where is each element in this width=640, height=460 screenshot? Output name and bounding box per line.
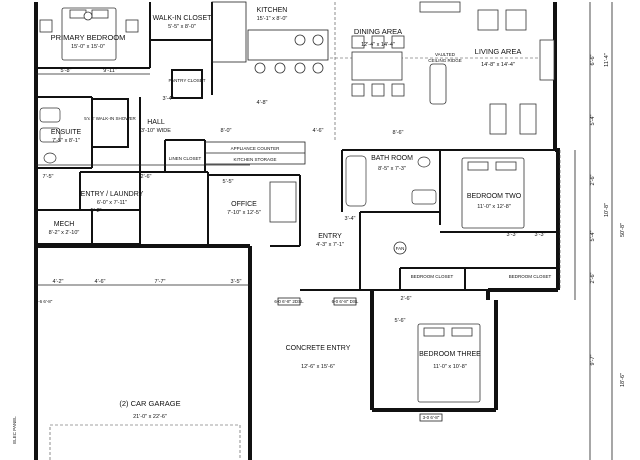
dim-r9: 50'-8" bbox=[620, 223, 626, 237]
hall-dims: 3'-10" WIDE bbox=[141, 128, 171, 134]
dim-d11: 3'-5" bbox=[231, 279, 242, 285]
kitchen-dims: 15'-1" x 8'-0" bbox=[257, 16, 288, 22]
mech-dims: 8'-2" x 2'-10" bbox=[49, 230, 80, 236]
walk-in-closet-name: WALK-IN CLOSET bbox=[153, 15, 213, 22]
dim-d5: 8'-0" bbox=[221, 128, 232, 134]
garage-dims: 21'-0" x 22'-6" bbox=[133, 414, 167, 420]
dim-d6: 4'-6" bbox=[313, 128, 324, 134]
vaulted-line1: VAULTED bbox=[435, 52, 456, 57]
dim-d18: 5'-2" bbox=[91, 208, 102, 214]
door-tag-a: 3-0 6'-8" bbox=[423, 415, 440, 420]
bedroom-two-dims: 11'-0" x 12'-8" bbox=[477, 204, 510, 210]
bedroom-two-name: BEDROOM TWO bbox=[467, 193, 522, 200]
dim-d15: 2'-6" bbox=[401, 296, 412, 302]
concrete-entry-name: CONCRETE ENTRY bbox=[286, 345, 351, 352]
entry-laundry-name: ENTRY / LAUNDRY bbox=[81, 191, 144, 198]
bedroom-three-name: BEDROOM THREE bbox=[419, 351, 481, 358]
office-name: OFFICE bbox=[231, 201, 257, 208]
kitchen-storage-name: KITCHEN STORAGE bbox=[234, 157, 277, 162]
fan-tag: FAN bbox=[396, 246, 405, 251]
walk-in-closet-dims: 5'-5" x 8'-0" bbox=[168, 24, 196, 30]
entry-laundry-dims: 6'-0" x 7'-11" bbox=[97, 200, 127, 206]
dim-d3: 3'-4" bbox=[163, 96, 174, 102]
vaulted-line2: CEILING RIDGE bbox=[428, 58, 462, 63]
dim-d13: 3'-3" bbox=[507, 232, 518, 238]
mech-name: MECH bbox=[54, 221, 75, 228]
dim-d20: 2'-6" bbox=[141, 174, 152, 180]
dim-d14: 3'-3" bbox=[535, 232, 546, 238]
dim-r6: 5'-4" bbox=[590, 230, 596, 241]
door-tag-6068: 6-0 6'-8" 2DSL bbox=[274, 299, 304, 304]
garage-name: (2) CAR GARAGE bbox=[119, 399, 180, 408]
dim-r2: 11'-4" bbox=[604, 53, 610, 67]
pantry-name: PANTRY CLOSET bbox=[168, 78, 205, 83]
primary-bedroom-dims: 15'-0" x 15'-0" bbox=[71, 44, 105, 50]
dim-d1: 5'-8" bbox=[61, 68, 72, 74]
living-area-name: LIVING AREA bbox=[475, 47, 522, 56]
room-labels: PRIMARY BEDROOM 15'-0" x 15'-0" WALK-IN … bbox=[49, 7, 552, 420]
hall-name: HALL bbox=[147, 119, 165, 126]
ensuite-dims: 7'-5" x 8'-1" bbox=[52, 138, 80, 144]
interior-walls bbox=[36, 1, 561, 291]
door-tag-b: 2-6 6'-8" bbox=[36, 299, 53, 304]
side-label: ELEC PANEL bbox=[12, 416, 17, 444]
office-dims: 7'-10" x 12'-5" bbox=[227, 210, 261, 216]
dining-area-dims: 12'-4" x 14'-4" bbox=[361, 42, 395, 48]
dining-area-name: DINING AREA bbox=[354, 27, 402, 36]
dim-d16: 7'-5" bbox=[43, 174, 54, 180]
linen-closet-name: LINEN CLOSET bbox=[169, 156, 202, 161]
dim-r10: 18'-6" bbox=[620, 373, 626, 387]
dim-r4: 10'-8" bbox=[604, 203, 610, 217]
dimension-lines: 5'-8" 9'-11" 3'-4" 4'-8" 8'-0" 4'-6" 8'-… bbox=[36, 2, 626, 460]
dim-r3: 5'-4" bbox=[590, 114, 596, 125]
dim-d9: 4'-6" bbox=[95, 279, 106, 285]
walkin-shower-name: 5'x 3' WALK-IN SHOWER bbox=[84, 116, 136, 121]
dim-r5: 2'-6" bbox=[590, 174, 596, 185]
living-area-dims: 14'-8" x 14'-4" bbox=[481, 62, 515, 68]
ensuite-name: ENSUITE bbox=[51, 129, 82, 136]
furniture bbox=[39, 1, 555, 460]
dim-d2: 9'-11" bbox=[103, 68, 117, 74]
concrete-entry-dims: 12'-6" x 15'-6" bbox=[301, 364, 335, 370]
dim-d17: 5'-6" bbox=[395, 318, 406, 324]
door-tags: 6-0 6'-8" 2DSL 6-0 6'-8" DSL 3-0 6'-8" 2… bbox=[12, 241, 443, 444]
bath-room-name: BATH ROOM bbox=[371, 155, 413, 162]
dim-d12: 5'-5" bbox=[223, 179, 234, 185]
door-tag-8068: 6-0 6'-8" DSL bbox=[332, 299, 359, 304]
bedroom-closet-a-name: BEDROOM CLOSET bbox=[411, 274, 454, 279]
entry-name: ENTRY bbox=[318, 233, 342, 240]
dim-d4: 4'-8" bbox=[257, 100, 268, 106]
dim-r8: 9'-7" bbox=[590, 354, 596, 365]
dim-d7: 8'-6" bbox=[393, 130, 404, 136]
dim-r7: 2'-6" bbox=[590, 272, 596, 283]
dim-d10: 4'-2" bbox=[53, 279, 64, 285]
dim-d19: 3'-4" bbox=[345, 216, 356, 222]
entry-dims: 4'-3" x 7'-1" bbox=[316, 242, 344, 248]
primary-bedroom-name: PRIMARY BEDROOM bbox=[51, 33, 126, 42]
kitchen-name: KITCHEN bbox=[257, 7, 288, 14]
bath-room-dims: 8'-5" x 7'-3" bbox=[378, 166, 406, 172]
appliance-counter-name: APPLIANCE COUNTER bbox=[231, 146, 281, 151]
bedroom-closet-b-name: BEDROOM CLOSET bbox=[509, 274, 552, 279]
exterior-walls bbox=[34, 2, 560, 460]
bedroom-three-dims: 11'-0" x 10'-8" bbox=[433, 364, 466, 370]
dim-d8: 7'-7" bbox=[155, 279, 166, 285]
dim-r1: 6'-6" bbox=[590, 54, 596, 65]
